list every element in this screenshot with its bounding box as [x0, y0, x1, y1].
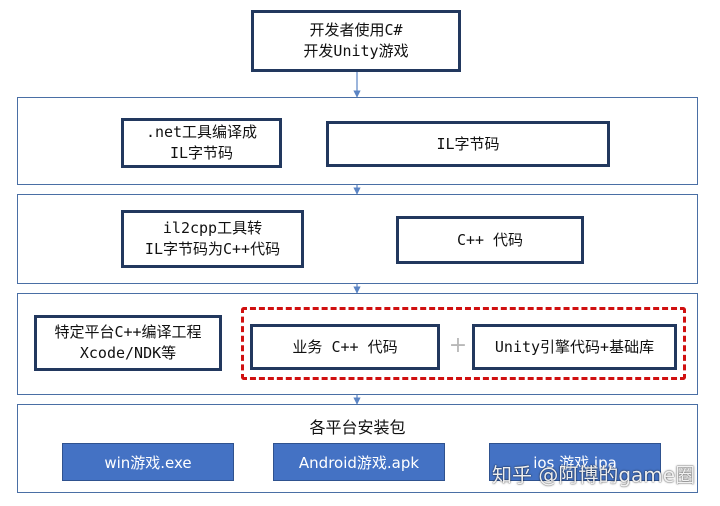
watermark-text: 知乎 @阿博的game圈 [492, 463, 696, 487]
highlight-dashed-region [241, 307, 686, 380]
node-platform-compile: 特定平台C++编译工程 Xcode/NDK等 [34, 315, 222, 371]
node-unity-engine: Unity引擎代码+基础库 [472, 324, 677, 370]
panel-stage-il2cpp [17, 194, 698, 284]
node-cpp-code: C++ 代码 [396, 216, 584, 264]
plus-sign: + [448, 333, 468, 358]
package-android: Android游戏.apk [273, 443, 445, 481]
node-il-bytecode: IL字节码 [326, 121, 610, 167]
node-il2cpp: il2cpp工具转 IL字节码为C++代码 [121, 210, 304, 268]
node-start: 开发者使用C# 开发Unity游戏 [251, 10, 461, 72]
node-dotnet-compile: .net工具编译成 IL字节码 [121, 118, 282, 168]
package-ios: ios 游戏.ipa [489, 443, 661, 481]
node-business-cpp: 业务 C++ 代码 [250, 324, 440, 370]
package-win: win游戏.exe [62, 443, 234, 481]
packages-title: 各平台安装包 [309, 418, 406, 437]
